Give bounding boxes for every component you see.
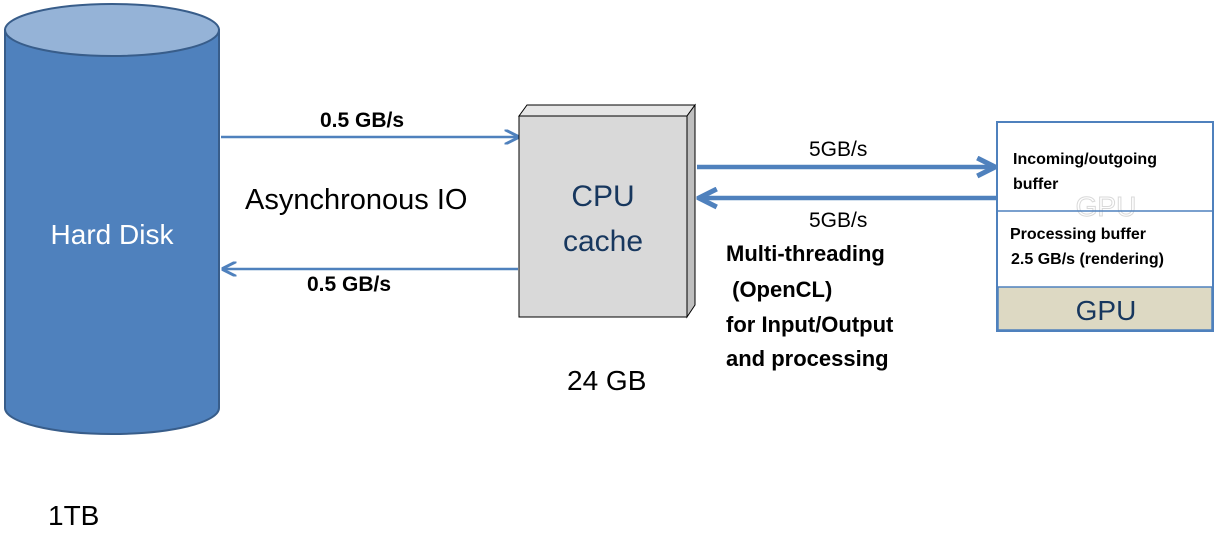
- gpu-watermark: GPU: [1076, 191, 1137, 222]
- gpu-box: GPU Incoming/outgoing buffer Processing …: [996, 121, 1214, 332]
- disk-to-cpu-rate: 0.5 GB/s: [320, 109, 404, 132]
- cpu-cache-label-line1: CPU: [571, 180, 634, 213]
- processing-note: Multi-threading (OpenCL) for Input/Outpu…: [726, 241, 894, 371]
- cpu-cache-top-face: [518, 104, 696, 117]
- gpu-processing-buffer-line2: 2.5 GB/s (rendering): [1011, 251, 1164, 268]
- hard-disk-cylinder: Hard Disk: [4, 3, 220, 435]
- cpu-cache-label-line2: cache: [563, 225, 643, 258]
- cpu-cache-box: CPU cache: [518, 103, 696, 319]
- asynchronous-io-label: Asynchronous IO: [245, 184, 467, 216]
- processing-note-line4: and processing: [726, 346, 889, 371]
- gpu-label: GPU: [1076, 295, 1137, 326]
- hard-disk-label: Hard Disk: [51, 219, 175, 250]
- gpu-processing-buffer-line1: Processing buffer: [1010, 226, 1146, 243]
- processing-note-line3: for Input/Output: [726, 312, 894, 337]
- gpu-io-buffer-line2: buffer: [1013, 176, 1058, 193]
- processing-note-line1: Multi-threading: [726, 241, 885, 266]
- gpu-to-cpu-rate: 5GB/s: [809, 209, 867, 232]
- cpu-cache-capacity: 24 GB: [567, 365, 646, 396]
- cpu-cache-front-face: [518, 115, 688, 318]
- hard-disk-capacity: 1TB: [48, 500, 99, 531]
- hard-disk-top: [4, 3, 220, 57]
- cpu-cache-side-face: [686, 103, 696, 319]
- gpu-label-band: [997, 286, 1213, 331]
- gpu-io-buffer-line1: Incoming/outgoing: [1013, 151, 1157, 168]
- hard-disk-body: [4, 29, 220, 435]
- processing-note-line2: (OpenCL): [726, 277, 832, 302]
- cpu-to-disk-rate: 0.5 GB/s: [307, 273, 391, 296]
- cpu-to-gpu-rate: 5GB/s: [809, 138, 867, 161]
